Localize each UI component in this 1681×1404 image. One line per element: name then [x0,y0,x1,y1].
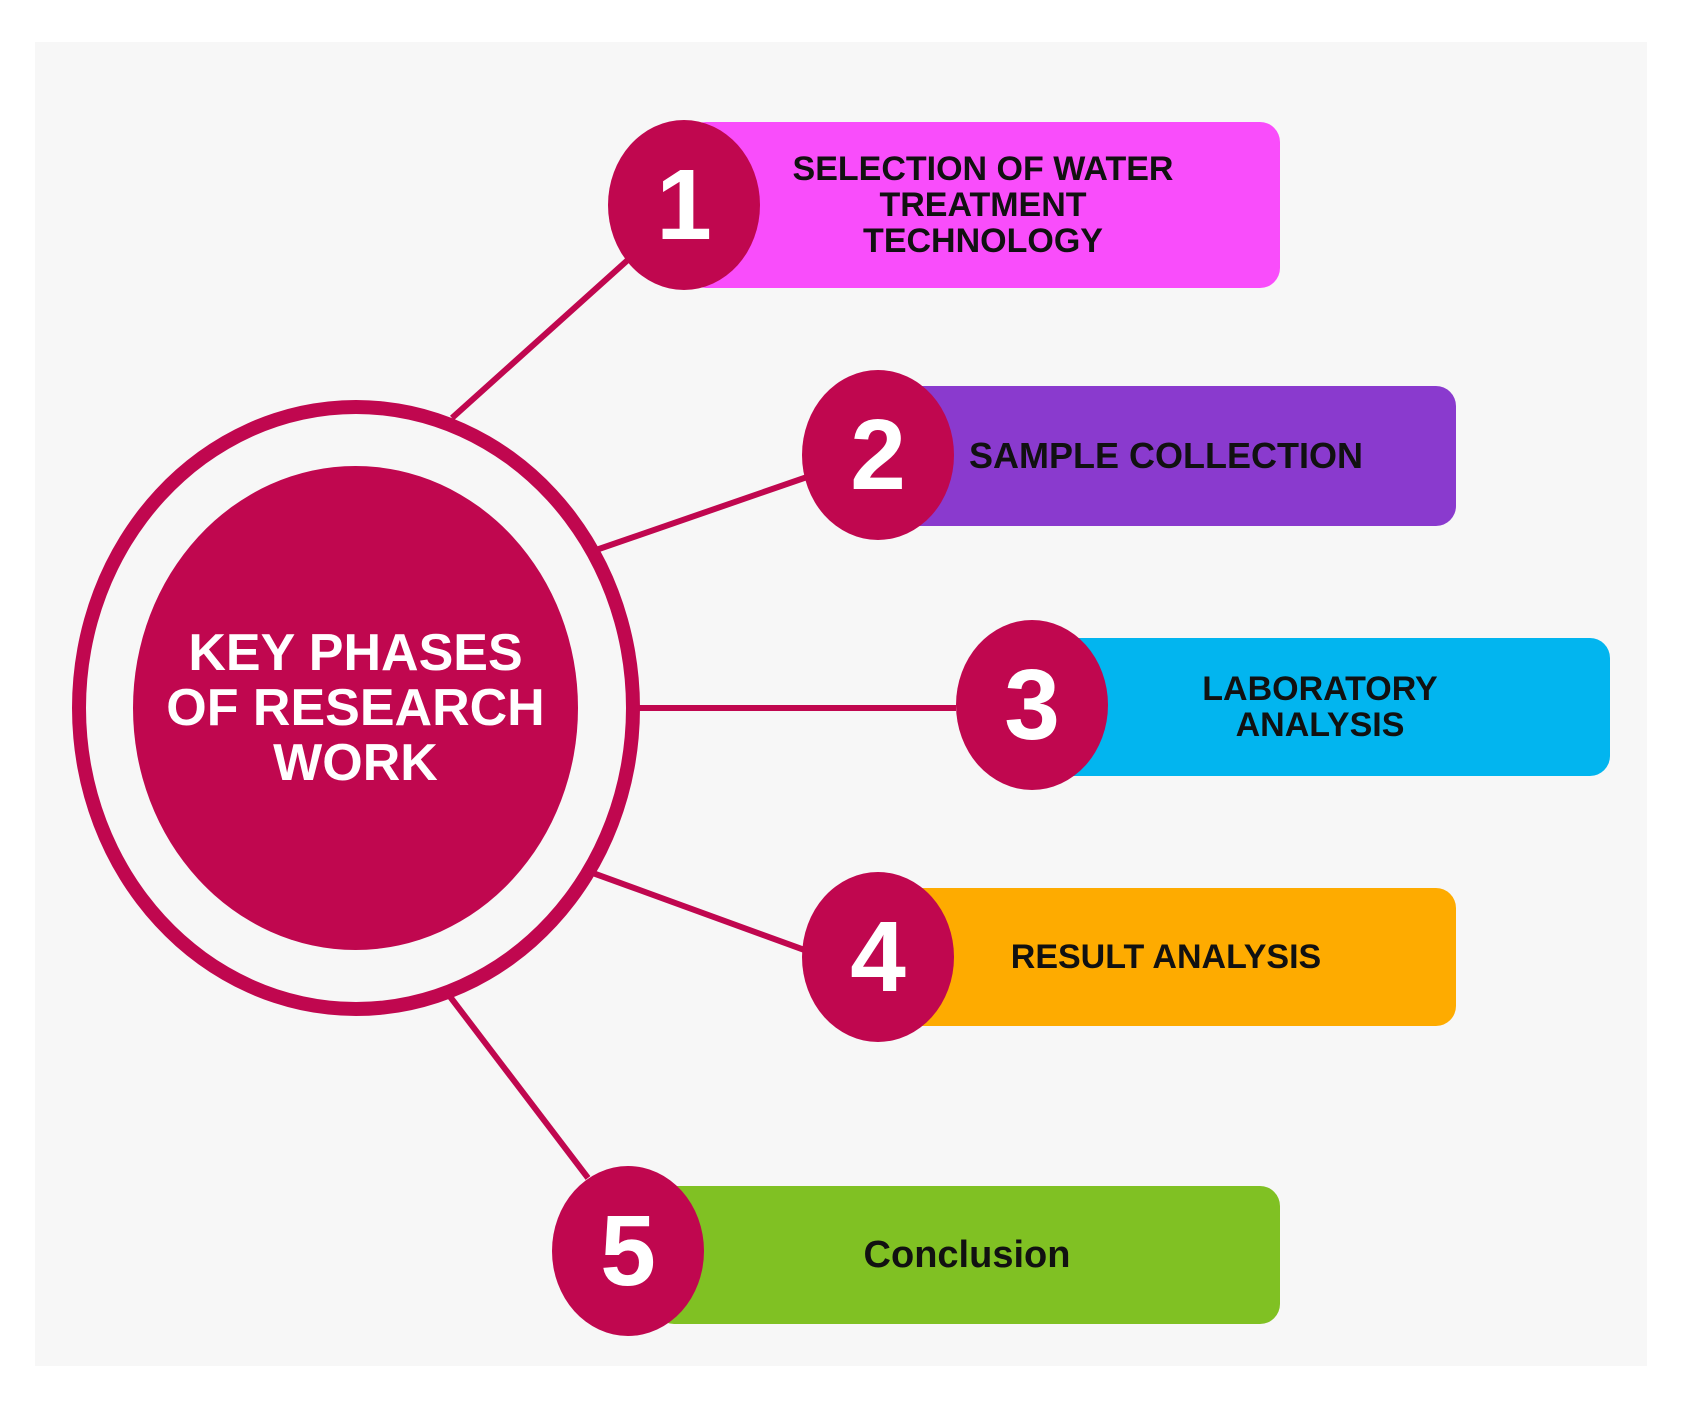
phase-number-3: 3 [1004,649,1060,761]
phase-box-3: LABORATORY ANALYSIS [1030,638,1610,776]
phase-label-4: RESULT ANALYSIS [1010,938,1322,976]
phase-number-1: 1 [656,149,712,261]
connector-5 [445,992,591,1180]
phase-label-3: LABORATORY ANALYSIS [1202,670,1438,744]
phase-box-5: Conclusion [654,1186,1280,1324]
center-circle: KEY PHASES OF RESEARCH WORK [133,466,578,950]
phase-label-1: SELECTION OF WATER TREATMENT TECHNOLOGY [792,150,1174,260]
center-title: KEY PHASES OF RESEARCH WORK [166,623,545,792]
phase-number-badge-1: 1 [608,120,760,290]
phase-number-badge-3: 3 [956,620,1108,790]
phase-label-2: SAMPLE COLLECTION [969,435,1363,476]
phase-number-badge-2: 2 [802,370,954,540]
connector-2 [595,473,811,553]
phase-label-5: Conclusion [863,1234,1071,1276]
phase-number-badge-4: 4 [802,872,954,1042]
phase-number-2: 2 [850,399,906,511]
connector-1 [449,255,633,421]
phase-box-4: RESULT ANALYSIS [876,888,1456,1026]
phase-number-4: 4 [850,901,906,1013]
phase-box-1: SELECTION OF WATER TREATMENT TECHNOLOGY [686,122,1280,288]
phase-number-5: 5 [600,1195,656,1307]
phase-box-2: SAMPLE COLLECTION [876,386,1456,526]
connector-4 [588,869,812,955]
phase-number-badge-5: 5 [552,1166,704,1336]
